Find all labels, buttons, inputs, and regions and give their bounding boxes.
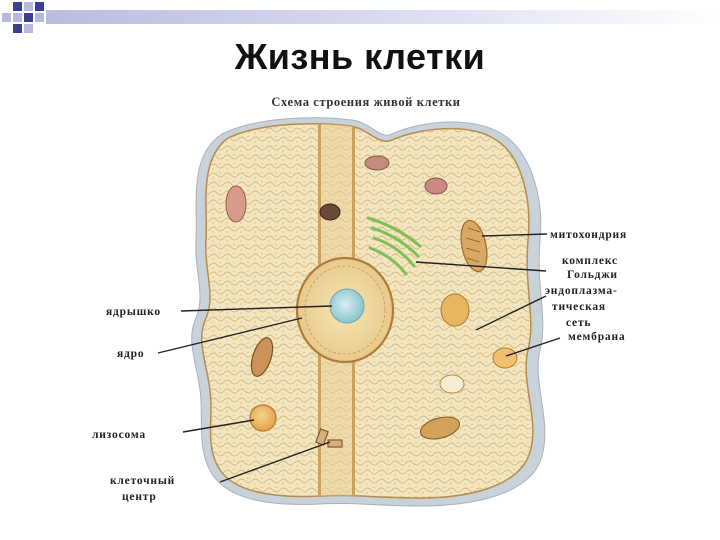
label-er-line2: тическая	[552, 301, 606, 313]
label-golgi-line1: комплекс	[562, 255, 618, 267]
mitochondrion-4	[319, 203, 341, 221]
slide-header-bar	[46, 10, 720, 24]
nucleolus	[329, 288, 365, 324]
mitochondrion-2	[250, 337, 274, 377]
slide-corner-decoration	[0, 0, 720, 40]
lysosome	[249, 404, 277, 432]
label-membrane: мембрана	[568, 331, 625, 343]
label-er-line1: эндоплазма-	[545, 285, 618, 297]
label-mitochondrion: митохондрия	[550, 229, 627, 241]
label-golgi-line2: Гольджи	[567, 269, 618, 281]
mitochondrion-3	[419, 416, 461, 440]
label-lysosome: лизосома	[92, 429, 146, 441]
label-nucleolus: ядрышко	[106, 306, 161, 318]
label-centrosome-line2: центр	[122, 491, 157, 503]
centrosome	[315, 428, 343, 448]
label-er-line3: сеть	[566, 317, 591, 329]
slide-title: Жизнь клетки	[234, 36, 486, 77]
diagram-heading: Схема строения живой клетки	[271, 95, 460, 109]
mitochondrion	[460, 219, 488, 273]
label-nucleus: ядро	[117, 348, 144, 360]
label-centrosome-line1: клеточный	[110, 475, 175, 487]
golgi-complex	[366, 216, 422, 276]
